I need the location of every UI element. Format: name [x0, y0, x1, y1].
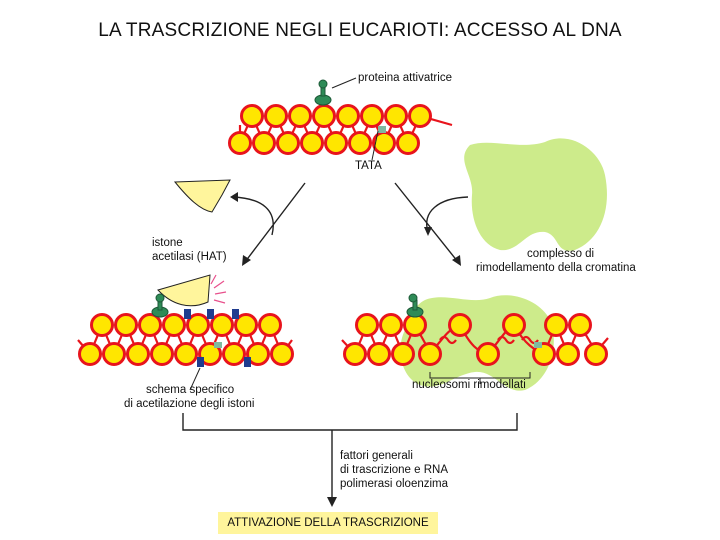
remodeled-label: nucleosomi rimodellati — [412, 379, 526, 391]
tata-box-right-icon — [534, 342, 542, 348]
nucleosome — [258, 313, 282, 337]
nucleosome — [240, 104, 264, 128]
nucleosome — [584, 342, 608, 366]
nucleosome — [288, 104, 312, 128]
down-arrowhead — [327, 497, 337, 507]
nucleosome — [379, 313, 403, 337]
nucleosome — [348, 131, 372, 155]
factors-label-line2: di trascrizione e RNA — [340, 464, 449, 476]
hat-bound-shape — [157, 274, 211, 307]
nucleosome — [186, 313, 210, 337]
nucleosome — [150, 342, 174, 366]
activator-protein-right-icon — [406, 293, 424, 318]
remodeling-complex-shape — [464, 138, 607, 251]
nucleosome — [222, 342, 246, 366]
left-arrowhead — [242, 255, 251, 266]
nucleosome — [78, 342, 102, 366]
nucleosome — [324, 131, 348, 155]
nucleosome — [270, 342, 294, 366]
activator-protein-icon — [314, 79, 332, 106]
nucleosome — [138, 313, 162, 337]
left-hook-arrowhead — [230, 192, 238, 202]
nucleosome — [126, 342, 150, 366]
factors-label-line1: fattori generali — [340, 450, 413, 462]
nucleosome — [408, 104, 432, 128]
nucleosome — [336, 104, 360, 128]
right-arrowhead — [452, 255, 461, 266]
activator-label: proteina attivatrice — [358, 72, 452, 84]
nucleosome — [396, 131, 420, 155]
dna-strand — [497, 335, 515, 345]
hat-label-line1: istone — [152, 237, 183, 249]
nucleosome — [264, 104, 288, 128]
nucleosome — [355, 313, 379, 337]
hat-label-line2: acetilasi (HAT) — [152, 251, 227, 263]
nucleosome — [403, 313, 427, 337]
nucleosome — [252, 131, 276, 155]
nucleosome — [532, 342, 556, 366]
nucleosome — [312, 104, 336, 128]
tata-label: TATA — [355, 160, 382, 172]
hat-activity-icon — [210, 274, 227, 304]
nucleosome — [568, 313, 592, 337]
nucleosome — [391, 342, 415, 366]
right-arrow-hook — [426, 196, 469, 233]
nucleosome — [234, 313, 258, 337]
acetyl-pointer — [189, 367, 201, 391]
acetylation-marks — [184, 309, 251, 367]
nucleosome — [228, 131, 252, 155]
remodeled-chromatin — [341, 313, 609, 366]
nucleosome — [198, 342, 222, 366]
nucleosome — [502, 313, 526, 337]
nucleosome — [418, 342, 442, 366]
nucleosome — [476, 342, 500, 366]
nucleosome — [174, 342, 198, 366]
factors-label-line3: polimerasi oloenzima — [340, 478, 449, 490]
activator-pointer — [331, 77, 357, 89]
page-title: LA TRASCRIZIONE NEGLI EUCARIOTI: ACCESSO… — [98, 20, 622, 41]
nucleosome — [544, 313, 568, 337]
nucleosome — [102, 342, 126, 366]
tata-box-icon — [378, 126, 386, 133]
nucleosome — [384, 104, 408, 128]
acetyl-label-line1: schema specifico — [146, 384, 235, 396]
acetylated-chromatin — [77, 313, 294, 366]
top-chromatin — [228, 104, 453, 155]
left-arrow-hook — [231, 196, 274, 236]
nucleosome — [90, 313, 114, 337]
remodel-label-line2: rimodellamento della cromatina — [476, 262, 636, 274]
nucleosome — [360, 104, 384, 128]
nucleosome — [210, 313, 234, 337]
dna-strand — [439, 335, 457, 345]
nucleosome — [276, 131, 300, 155]
nucleosome — [162, 313, 186, 337]
nucleosome — [114, 313, 138, 337]
tata-box-left-icon — [214, 342, 222, 348]
right-hook-arrowhead — [424, 227, 432, 236]
nucleosome — [343, 342, 367, 366]
tata-pointer — [371, 130, 379, 161]
left-arrow-line — [244, 182, 306, 263]
hat-enzyme-shape — [173, 179, 231, 213]
convergence-bracket — [182, 413, 518, 431]
nucleosome — [246, 342, 270, 366]
nucleosome — [367, 342, 391, 366]
remodel-label-line1: complesso di — [527, 248, 595, 260]
nucleosome — [556, 342, 580, 366]
transcription-activation-box: ATTIVAZIONE DELLA TRASCRIZIONE — [218, 512, 438, 534]
activator-protein-left-icon — [151, 293, 169, 318]
acetyl-label-line2: di acetilazione degli istoni — [124, 398, 255, 410]
nucleosome — [448, 313, 472, 337]
remodeling-complex-bound — [400, 295, 554, 391]
nucleosome — [300, 131, 324, 155]
